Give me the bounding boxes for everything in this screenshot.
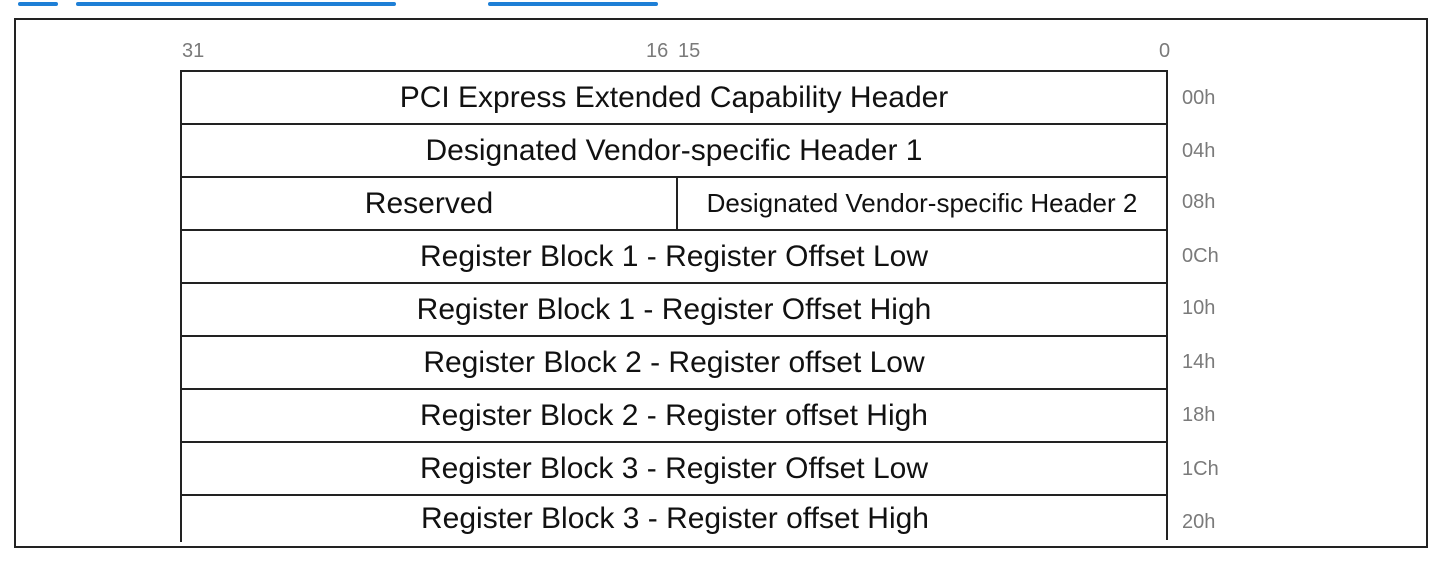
register-table: PCI Express Extended Capability Header D… bbox=[180, 70, 1168, 542]
offset-label: 10h bbox=[1182, 297, 1216, 319]
offset-label: 04h bbox=[1182, 140, 1216, 162]
register-field: PCI Express Extended Capability Header bbox=[399, 80, 949, 114]
bit-label-16: 16 bbox=[646, 40, 669, 62]
register-field: Register Block 1 - Register Offset High bbox=[416, 292, 932, 326]
offset-label: 1Ch bbox=[1182, 458, 1219, 480]
bit-label-15: 15 bbox=[678, 40, 701, 62]
register-field-reserved: Reserved bbox=[182, 178, 678, 229]
bit-label-0: 0 bbox=[1159, 40, 1171, 62]
register-row: Designated Vendor-specific Header 1 bbox=[180, 123, 1168, 176]
register-field: Register Block 3 - Register offset High bbox=[421, 502, 929, 535]
offset-label: 18h bbox=[1182, 404, 1216, 426]
register-field: Register Block 1 - Register Offset Low bbox=[420, 239, 928, 273]
register-row: Reserved Designated Vendor-specific Head… bbox=[180, 176, 1168, 229]
register-row: Register Block 2 - Register offset High bbox=[180, 388, 1168, 441]
register-field: Designated Vendor-specific Header 1 bbox=[425, 133, 923, 167]
figure-title-fragment bbox=[18, 0, 678, 10]
figure-frame bbox=[14, 18, 1428, 548]
register-row: Register Block 1 - Register Offset High bbox=[180, 282, 1168, 335]
register-row: Register Block 1 - Register Offset Low bbox=[180, 229, 1168, 282]
offset-label: 00h bbox=[1182, 87, 1216, 109]
register-field: Designated Vendor-specific Header 2 bbox=[706, 188, 1138, 218]
register-row: Register Block 2 - Register offset Low bbox=[180, 335, 1168, 388]
offset-label: 08h bbox=[1182, 191, 1216, 213]
register-field: Register Block 2 - Register offset High bbox=[420, 398, 928, 432]
offset-label: 0Ch bbox=[1182, 245, 1219, 267]
register-row: PCI Express Extended Capability Header bbox=[180, 70, 1168, 123]
register-row: Register Block 3 - Register Offset Low bbox=[180, 441, 1168, 494]
offset-label: 20h bbox=[1182, 511, 1216, 533]
row-edge-line bbox=[1166, 494, 1168, 540]
offset-label: 14h bbox=[1182, 351, 1216, 373]
register-row: Register Block 3 - Register offset High bbox=[180, 494, 1168, 542]
register-field: Register Block 3 - Register Offset Low bbox=[420, 451, 928, 485]
register-field: Register Block 2 - Register offset Low bbox=[423, 345, 925, 379]
bit-label-31: 31 bbox=[182, 40, 205, 62]
